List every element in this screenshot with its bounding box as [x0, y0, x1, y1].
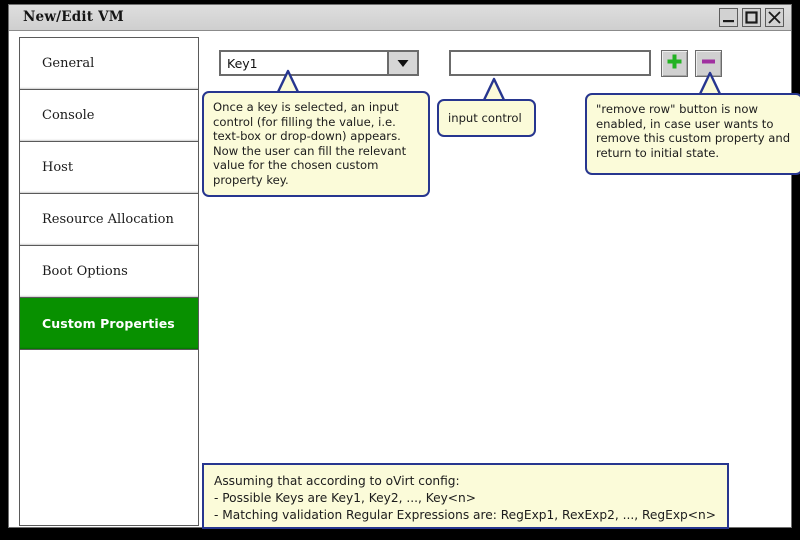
minimize-icon — [720, 9, 737, 26]
sidebar-item-label: Boot Options — [42, 264, 128, 279]
chevron-down-icon[interactable] — [387, 52, 417, 74]
window-title: New/Edit VM — [23, 9, 124, 25]
maximize-button[interactable] — [742, 8, 761, 27]
sidebar-item-label: Custom Properties — [42, 316, 175, 331]
add-row-button[interactable] — [661, 50, 688, 77]
note-line: - Matching validation Regular Expression… — [214, 508, 716, 522]
sidebar-item-custom-properties[interactable]: Custom Properties — [20, 298, 198, 350]
callout-key-selected: Once a key is selected, an input control… — [202, 91, 430, 197]
sidebar-item-label: Console — [42, 108, 95, 123]
sidebar-item-boot-options[interactable]: Boot Options — [20, 246, 198, 298]
sidebar-item-label: General — [42, 56, 95, 71]
callout-input-control: input control — [437, 99, 536, 137]
sidebar-item-console[interactable]: Console — [20, 90, 198, 142]
close-button[interactable] — [765, 8, 784, 27]
note-line: Assuming that according to oVirt config: — [214, 474, 460, 488]
custom-property-key-select[interactable]: Key1 — [219, 50, 419, 76]
custom-property-value-input[interactable] — [449, 50, 651, 76]
plus-icon — [665, 52, 684, 75]
maximize-icon — [743, 9, 760, 26]
callout-tail-input — [481, 77, 507, 101]
note-line: - Possible Keys are Key1, Key2, ..., Key… — [214, 491, 476, 505]
key-select-value: Key1 — [227, 55, 258, 71]
sidebar-item-label: Host — [42, 160, 74, 175]
callout-remove-row: "remove row" button is now enabled, in c… — [585, 93, 800, 175]
close-icon — [766, 9, 783, 26]
vm-dialog-window: New/Edit VM General Console Host — [8, 4, 800, 529]
sidebar-item-host[interactable]: Host — [20, 142, 198, 194]
sidebar: General Console Host Resource Allocation… — [19, 37, 199, 526]
sidebar-item-label: Resource Allocation — [42, 212, 174, 227]
sidebar-item-resource-allocation[interactable]: Resource Allocation — [20, 194, 198, 246]
title-bar: New/Edit VM — [9, 5, 791, 31]
remove-row-button[interactable] — [695, 50, 722, 77]
minimize-button[interactable] — [719, 8, 738, 27]
minus-icon — [699, 52, 718, 75]
sidebar-item-general[interactable]: General — [20, 38, 198, 90]
assumption-note: Assuming that according to oVirt config:… — [202, 463, 729, 529]
sidebar-empty-area — [20, 350, 198, 525]
